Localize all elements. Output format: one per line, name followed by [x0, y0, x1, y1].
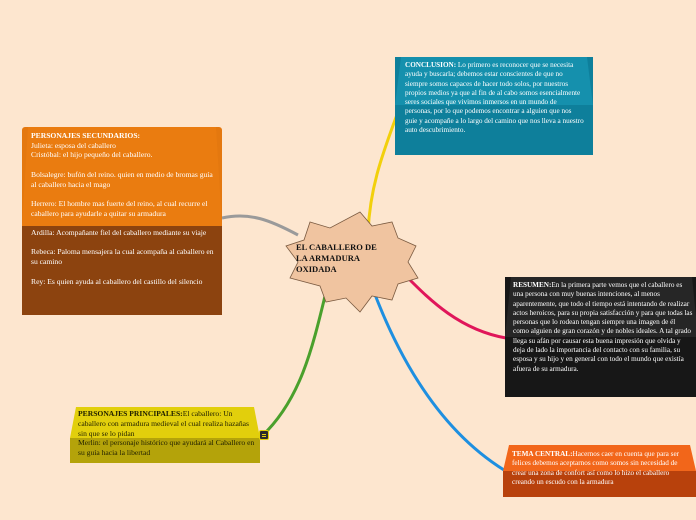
principales-heading: PERSONAJES PRINCIPALES:: [78, 409, 183, 418]
topic-resumen[interactable]: RESUMEN:En la primera parte vemos que el…: [505, 277, 696, 397]
connector-resumen: [406, 276, 507, 340]
topic-resumen-header: [505, 277, 696, 337]
connector-secondary: [221, 214, 299, 237]
topic-resumen-text: RESUMEN:En la primera parte vemos que el…: [513, 281, 693, 374]
resumen-body: En la primera parte vemos que el caballe…: [513, 281, 693, 373]
topic-tema-text: TEMA CENTRAL:Hacernos caer en cuenta que…: [512, 450, 692, 487]
topic-principales-text: PERSONAJES PRINCIPALES:El caballero: Un …: [78, 409, 258, 458]
tema-heading: TEMA CENTRAL:: [512, 450, 573, 458]
topic-tema-footer: [503, 471, 696, 497]
topic-secondary-text: PERSONAJES SECUNDARIOS: Julieta: esposa …: [31, 131, 217, 286]
secondary-heading: PERSONAJES SECUNDARIOS:: [31, 131, 141, 140]
topic-personajes-secundarios[interactable]: PERSONAJES SECUNDARIOS: Julieta: esposa …: [22, 127, 222, 315]
resumen-heading: RESUMEN:: [513, 281, 552, 289]
topic-tema-central[interactable]: TEMA CENTRAL:Hacernos caer en cuenta que…: [503, 445, 696, 497]
topic-conclusion-header: [395, 57, 593, 105]
topic-secondary-header: [22, 127, 222, 226]
principales-body: El caballero: Un caballero con armadura …: [78, 409, 255, 458]
note-icon[interactable]: [259, 430, 269, 440]
secondary-body: Julieta: esposa del caballero Cristóbal:…: [31, 140, 214, 286]
connector-principales: [260, 291, 328, 438]
topic-secondary-footer: [22, 226, 222, 315]
connector-tema: [372, 291, 505, 472]
topic-conclusion-text: CONCLUSION: Lo primero es reconocer que …: [405, 61, 585, 135]
topic-principales-footer: [70, 438, 260, 463]
topic-conclusion[interactable]: CONCLUSION: Lo primero es reconocer que …: [395, 57, 593, 155]
topic-personajes-principales[interactable]: PERSONAJES PRINCIPALES:El caballero: Un …: [70, 407, 260, 463]
central-topic-shape[interactable]: [285, 211, 419, 313]
central-topic-title[interactable]: EL CABALLERO DE LA ARMADURA OXIDADA: [296, 242, 377, 274]
conclusion-heading: CONCLUSION:: [405, 61, 457, 69]
connector-conclusion: [366, 111, 400, 233]
topic-principales-header: [70, 407, 260, 438]
tema-body: Hacernos caer en cuenta que para ser fel…: [512, 450, 680, 486]
topic-tema-header: [503, 445, 696, 471]
conclusion-body: Lo primero es reconocer que se necesita …: [405, 61, 584, 135]
